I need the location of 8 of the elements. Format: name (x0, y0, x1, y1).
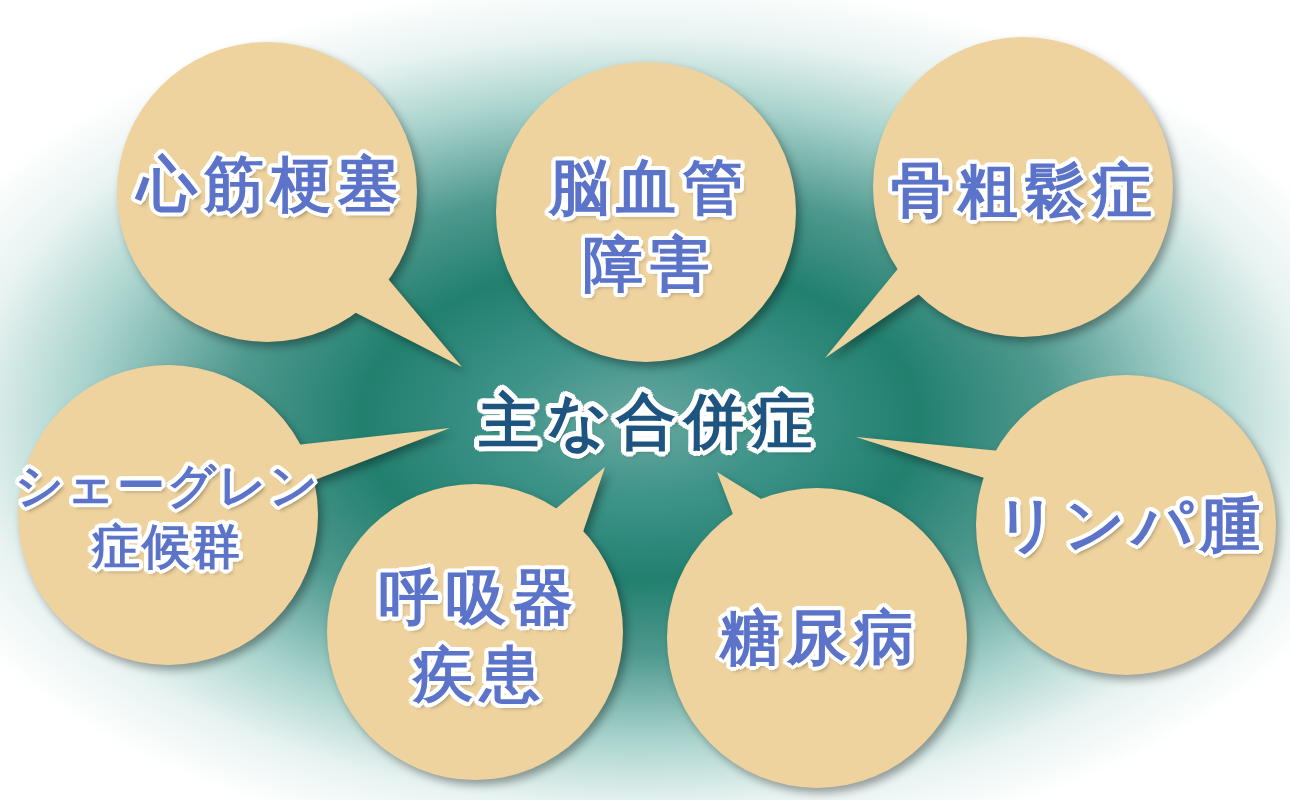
bubble-text: リンパ腫 (995, 487, 1267, 561)
bubble-text: 骨粗鬆症 (889, 153, 1159, 227)
bubble-text: 心筋梗塞 (134, 147, 405, 221)
diagram-title: 主な合併症 (477, 384, 820, 458)
bubble-text: 呼吸器疾患 (378, 561, 581, 711)
bubble-text: 脳血管障害 (547, 151, 751, 301)
bubble-text: 糖尿病 (718, 600, 921, 674)
bubble-text: シェーグレン症候群 (13, 455, 321, 576)
